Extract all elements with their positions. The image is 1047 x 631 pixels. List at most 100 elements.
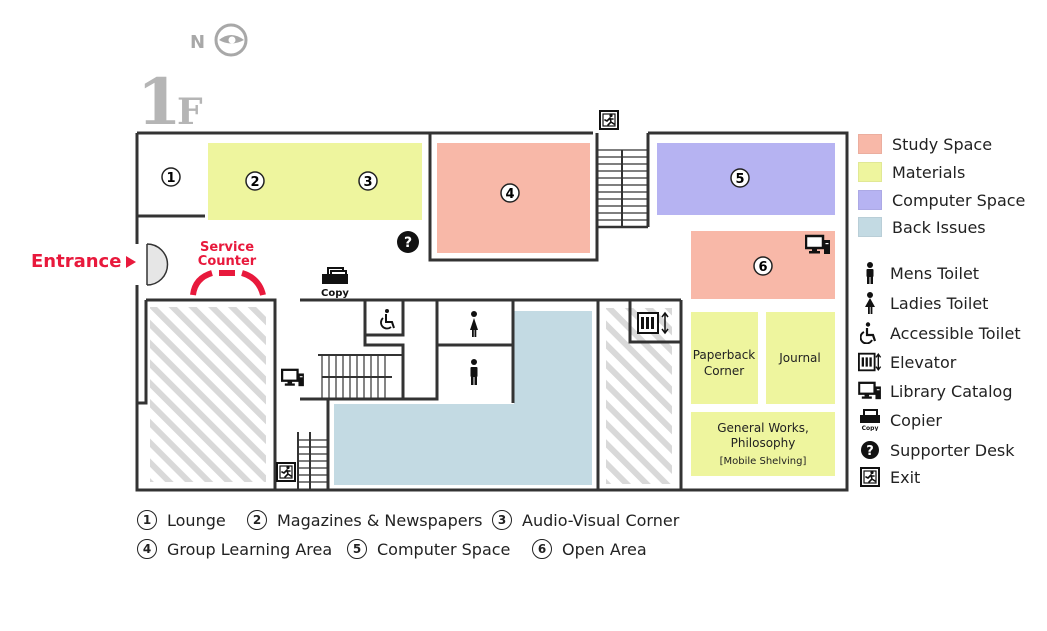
room-2-marker (245, 171, 265, 191)
legend-study-space: Study Space (858, 133, 992, 155)
legend-label: Supporter Desk (890, 440, 1015, 460)
general-works-label-1: General Works, (717, 421, 809, 435)
legend-swatch-computer (858, 190, 882, 210)
legend-label: Back Issues (892, 217, 986, 237)
area-journal (766, 312, 835, 404)
journal-label: Journal (778, 351, 821, 365)
legend-label: Study Space (892, 134, 993, 154)
ladies-toilet-icon (858, 292, 882, 314)
svg-text:?: ? (866, 444, 874, 459)
room-4-marker (500, 183, 520, 203)
storage-area-right (606, 308, 672, 484)
stairs-bottom (297, 432, 328, 490)
elevator-icon (637, 311, 669, 335)
room-5-number: 5 (735, 172, 744, 187)
legend-exit: Exit (858, 466, 920, 488)
floor-suffix: F (177, 91, 203, 133)
legend-label: Mens Toilet (890, 263, 980, 283)
storage-area-left (150, 307, 266, 482)
key-label: Open Area (562, 539, 647, 559)
accessible-toilet-icon (380, 309, 395, 330)
mens-toilet-icon (858, 262, 882, 284)
elevator-icon (858, 351, 882, 373)
copier-icon: Copy (321, 267, 349, 299)
key-number: 1 (137, 510, 157, 530)
paperback-label-2: Corner (704, 364, 744, 378)
key-label: Magazines & Newspapers (277, 510, 483, 530)
exit-icon (858, 466, 882, 488)
key-item-magazines: 2 Magazines & Newspapers (247, 510, 483, 530)
general-works-label-3: [Mobile Shelving] (720, 456, 807, 467)
area-paperback-corner (691, 312, 758, 404)
key-number: 6 (532, 539, 552, 559)
stairs-middle (318, 354, 403, 399)
key-item-lounge: 1 Lounge (137, 510, 226, 530)
exit-icon-2 (276, 462, 296, 482)
accessible-toilet-icon (858, 322, 882, 344)
legend-label: Copier (890, 410, 942, 430)
legend-ladies-toilet: Ladies Toilet (858, 292, 988, 314)
copy-label: Copy (321, 288, 349, 299)
entrance-label: Entrance (31, 251, 121, 272)
room-1-number: 1 (166, 171, 175, 186)
key-label: Computer Space (377, 539, 511, 559)
legend-label: Accessible Toilet (890, 323, 1021, 343)
legend-label: Elevator (890, 352, 957, 372)
ladies-toilet-icon (470, 311, 478, 337)
legend-label: Materials (892, 162, 966, 182)
key-item-audio-visual: 3 Audio-Visual Corner (492, 510, 679, 530)
exit-icon (599, 110, 619, 130)
legend-copier: Copy Copier (858, 409, 942, 431)
floor-number: 1 (137, 65, 182, 140)
key-label: Lounge (167, 510, 226, 530)
library-catalog-icon (858, 380, 882, 402)
room-5-marker (730, 168, 750, 188)
supporter-desk-icon: ? (858, 439, 882, 461)
key-label: Audio-Visual Corner (522, 510, 680, 530)
legend-swatch-study (858, 134, 882, 154)
legend-computer-space: Computer Space (858, 189, 1025, 211)
service-counter-desk (190, 270, 266, 296)
svg-text:?: ? (404, 235, 412, 251)
legend-swatch-back-issues (858, 217, 882, 237)
mens-toilet-icon (470, 359, 478, 385)
svg-text:Copy: Copy (862, 425, 879, 431)
room-1-marker (161, 167, 181, 187)
general-works-label-2: Philosophy (731, 436, 796, 450)
legend-back-issues: Back Issues (858, 216, 986, 238)
room-6-number: 6 (758, 260, 767, 275)
room-3-number: 3 (363, 175, 372, 190)
service-counter-label-1: Service (200, 240, 254, 255)
key-number: 5 (347, 539, 367, 559)
legend-accessible-toilet: Accessible Toilet (858, 322, 1021, 344)
key-item-open-area: 6 Open Area (532, 539, 647, 559)
area-back-issues (334, 311, 592, 485)
room-4-number: 4 (505, 187, 514, 202)
legend-materials: Materials (858, 161, 965, 183)
library-catalog-icon-2 (281, 368, 305, 388)
entrance-arrow-icon (126, 256, 136, 268)
stairs-top (597, 149, 648, 229)
area-general-works (691, 412, 835, 476)
room-2-number: 2 (250, 175, 259, 190)
room-3-marker (358, 171, 378, 191)
legend-supporter-desk: ? Supporter Desk (858, 439, 1015, 461)
supporter-desk-icon: ? (397, 231, 419, 253)
legend-library-catalog: Library Catalog (858, 380, 1012, 402)
legend-mens-toilet: Mens Toilet (858, 262, 979, 284)
paperback-label-1: Paperback (693, 348, 756, 362)
key-number: 2 (247, 510, 267, 530)
legend-label: Exit (890, 467, 921, 487)
key-item-computer-space: 5 Computer Space (347, 539, 510, 559)
north-arrow-icon: N (190, 23, 248, 57)
north-label: N (190, 32, 205, 53)
key-number: 3 (492, 510, 512, 530)
service-counter-label-2: Counter (198, 254, 257, 269)
key-label: Group Learning Area (167, 539, 333, 559)
legend-swatch-materials (858, 162, 882, 182)
area-materials-2-3 (208, 143, 422, 220)
legend-label: Computer Space (892, 190, 1026, 210)
copier-icon: Copy (858, 409, 882, 431)
key-number: 4 (137, 539, 157, 559)
